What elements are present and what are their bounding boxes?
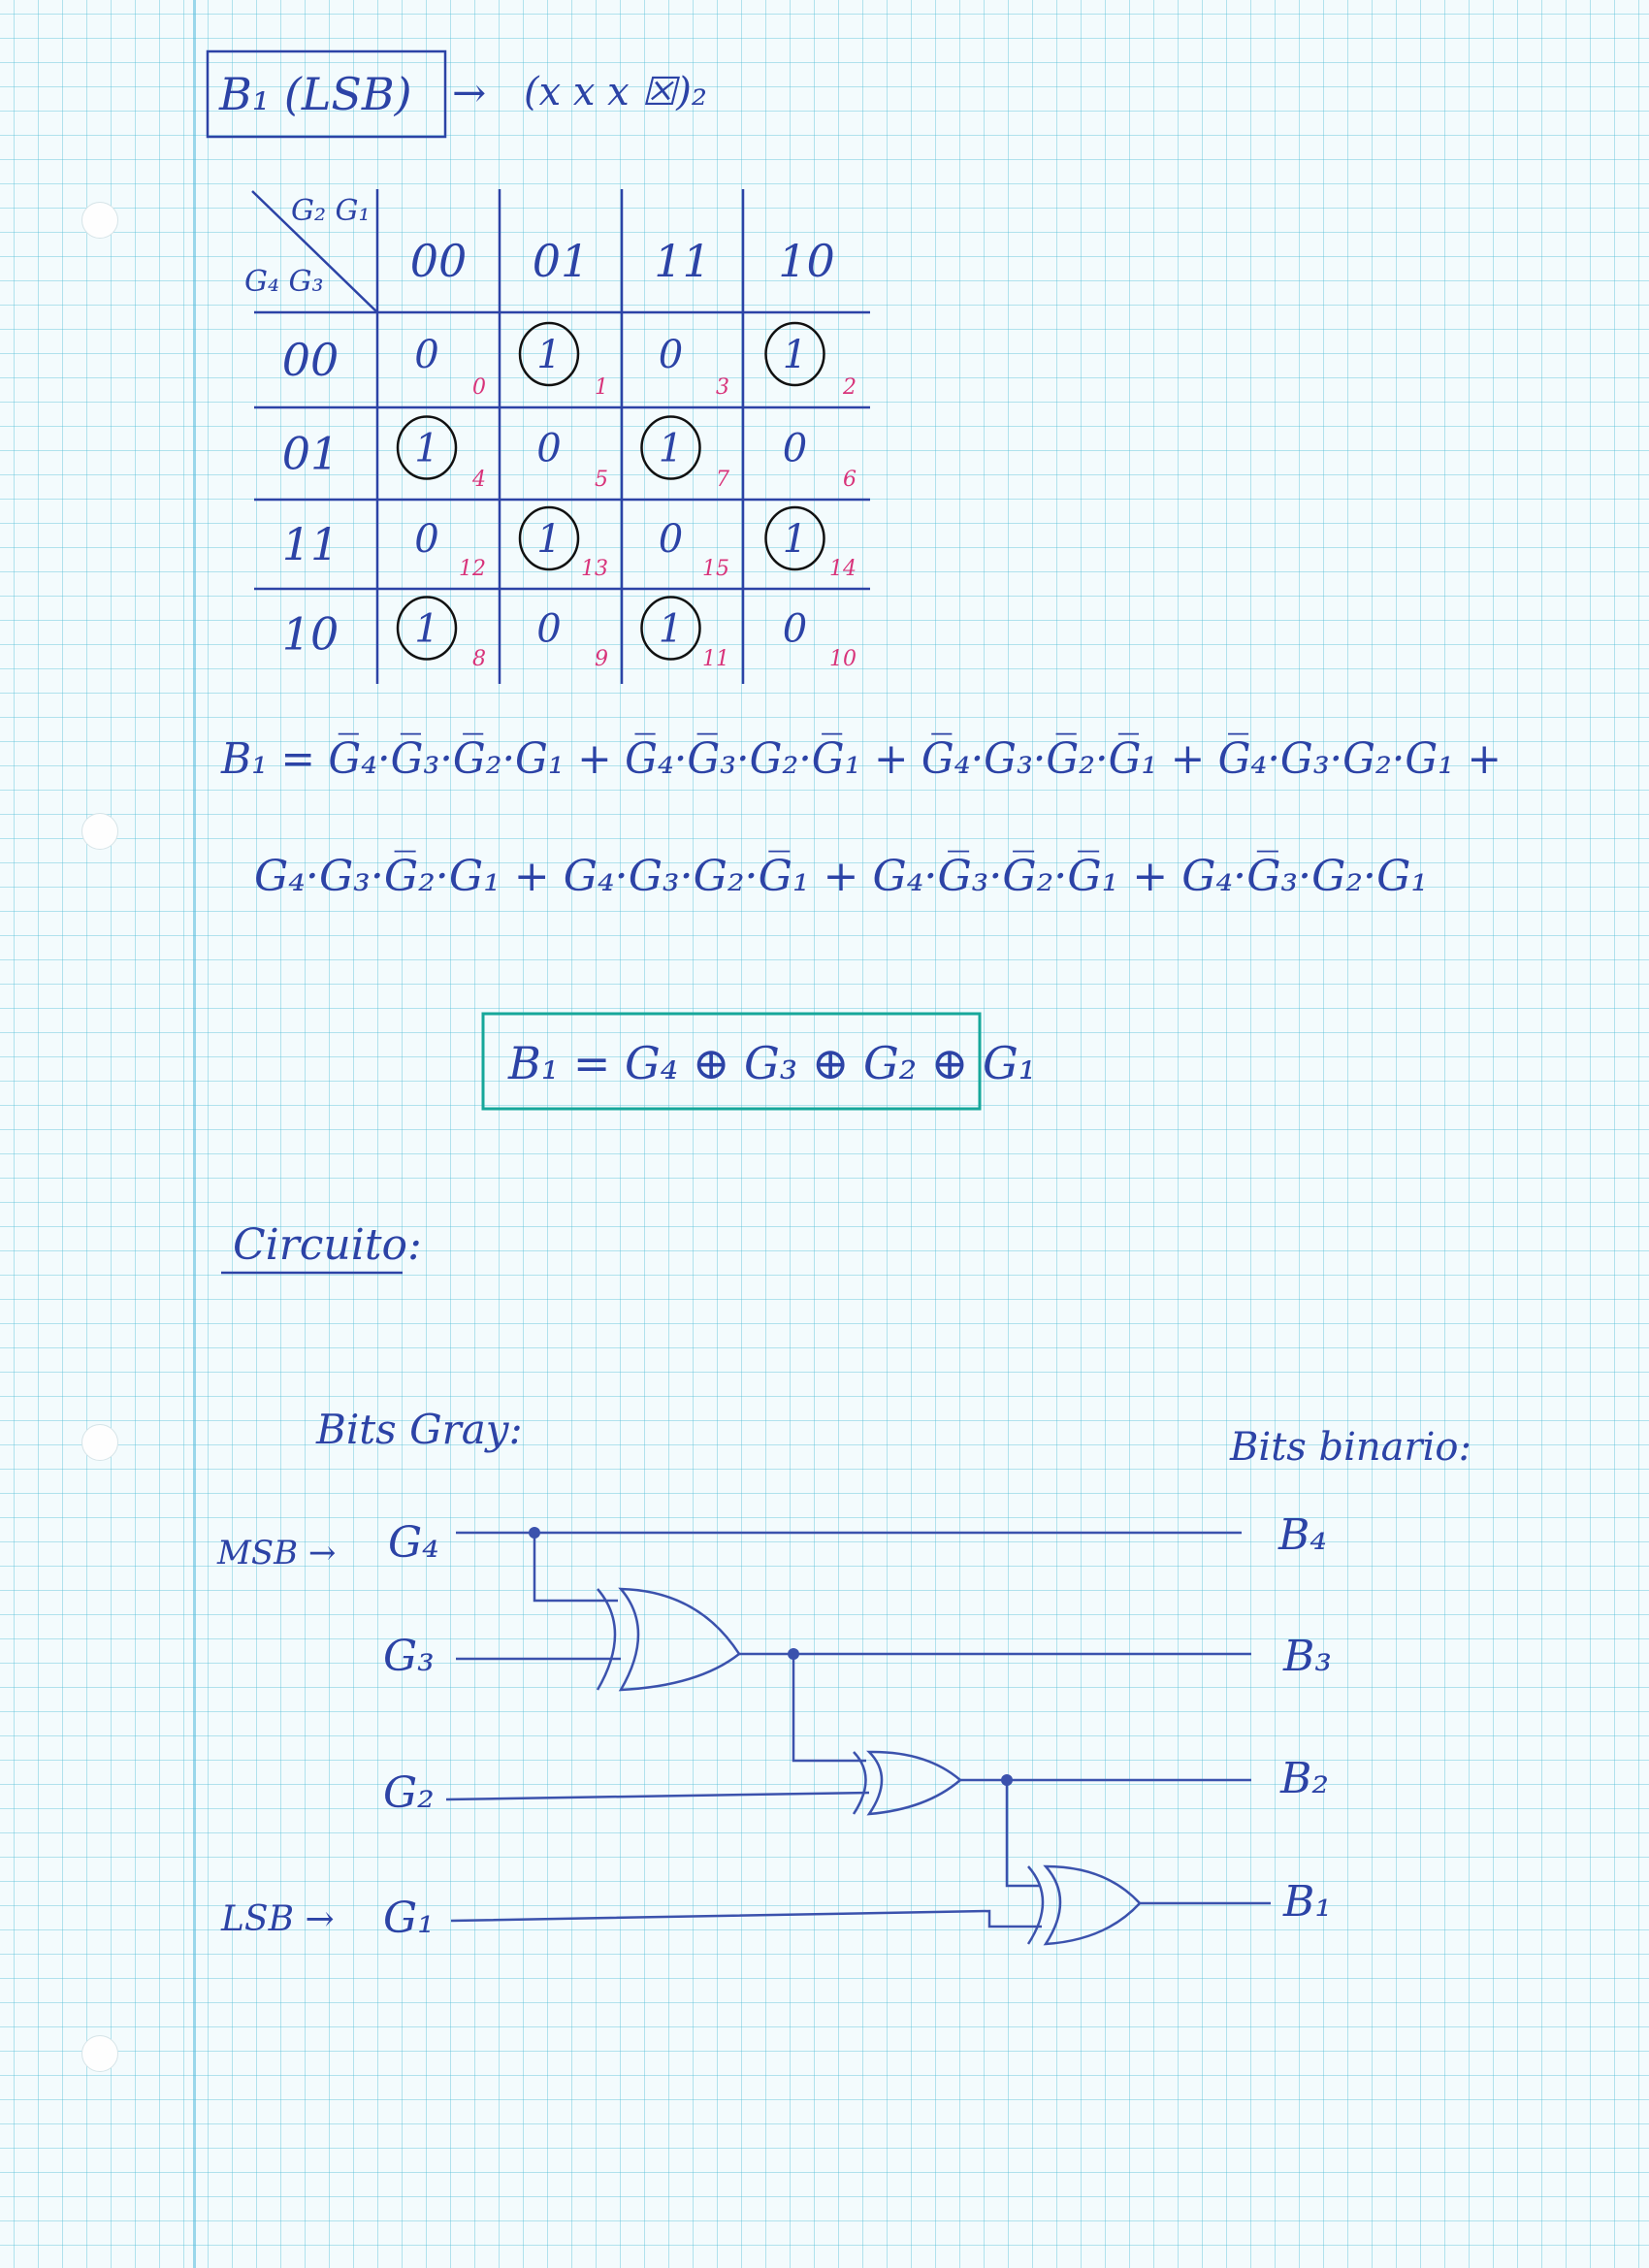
output-b3: B₃ xyxy=(1282,1632,1332,1681)
kmap-cell-index: 6 xyxy=(843,468,857,492)
kmap-row-header: 01 xyxy=(282,428,340,480)
input-g3: G₃ xyxy=(383,1632,435,1681)
kmap-cell-index: 14 xyxy=(829,557,857,581)
kmap-cell-value: 0 xyxy=(659,517,683,562)
heading-box xyxy=(206,49,447,139)
kmap-cell-value: 1 xyxy=(414,427,438,471)
kmap-cell-value: 0 xyxy=(536,427,561,471)
junction-dots xyxy=(529,1527,1013,1786)
kmap-cell-index: 15 xyxy=(702,557,729,581)
equation-line-2: G₄·G₃·G̅₂·G₁ + G₄·G₃·G₂·G̅₁ + G₄·G̅₃·G̅₂… xyxy=(254,850,1428,901)
kmap-cell-index: 10 xyxy=(829,647,857,671)
junction-dot xyxy=(1001,1774,1013,1786)
input-g1: G₁ xyxy=(383,1894,435,1943)
punch-hole xyxy=(81,813,118,850)
input-g2: G₂ xyxy=(383,1768,435,1818)
kmap-col-header: 01 xyxy=(533,235,590,287)
kmap-group-circle xyxy=(640,596,701,661)
heading: B₁ (LSB) → (x x x ☒)₂ xyxy=(206,49,707,139)
output-b2: B₂ xyxy=(1279,1754,1329,1803)
lsb-label: LSB → xyxy=(220,1899,335,1939)
kmap-row-header: 10 xyxy=(282,608,340,661)
kmap-row-header: 00 xyxy=(282,334,340,386)
output-b4: B₄ xyxy=(1277,1510,1327,1560)
kmap-cell-index: 13 xyxy=(581,557,608,581)
result-frame xyxy=(481,1012,982,1111)
result-expression: B₁ = G₄ ⊕ G₃ ⊕ G₂ ⊕ G₁ xyxy=(507,1037,1036,1089)
wire-g4-to-xor1 xyxy=(533,1533,618,1603)
kmap-cell-index: 7 xyxy=(716,468,729,492)
punch-hole xyxy=(81,1424,118,1461)
input-g4: G₄ xyxy=(388,1518,439,1568)
msb-label: MSB → xyxy=(216,1534,336,1572)
kmap-cell-index: 2 xyxy=(842,375,857,400)
kmap-cell-value: 0 xyxy=(414,333,438,377)
kmap-group-circle xyxy=(518,505,580,571)
kmap-cell-value: 0 xyxy=(659,333,683,377)
output-b1: B₁ xyxy=(1282,1877,1332,1927)
wire-g1-to-xor3 xyxy=(450,1909,1042,1928)
kmap-cell-value: 1 xyxy=(536,517,561,562)
binary-bits-title: Bits binario: xyxy=(1229,1425,1471,1470)
heading-bits: (x x x ☒)₂ xyxy=(524,70,707,114)
sop-equation: B₁ = G̅₄·G̅₃·G̅₂·G₁ + G̅₄·G̅₃·G₂·G̅₁ + G… xyxy=(220,732,1502,901)
kmap-group-circle xyxy=(764,321,825,387)
kmap-cell-value: 1 xyxy=(659,607,683,652)
kmap-cell-value: 1 xyxy=(783,333,807,377)
junction-dot xyxy=(788,1648,799,1660)
wire-xor1-to-xor2 xyxy=(792,1654,866,1763)
xor-gates xyxy=(596,1587,1142,1946)
wire-g2-to-xor2 xyxy=(445,1791,870,1801)
heading-arrow: → xyxy=(452,69,486,116)
circuit-heading: Circuito: xyxy=(233,1220,422,1270)
kmap-group-circle xyxy=(640,415,701,480)
result-box: B₁ = G₄ ⊕ G₃ ⊕ G₂ ⊕ G₁ xyxy=(481,1012,1036,1111)
kmap-diagonal xyxy=(251,190,378,313)
kmap-cell-index: 8 xyxy=(472,647,486,671)
kmap-col-header: 00 xyxy=(410,235,468,287)
kmap-group-circle xyxy=(396,596,458,661)
kmap-row-header: 11 xyxy=(282,518,340,570)
kmap-cell-value: 1 xyxy=(414,607,438,652)
kmap-cell-index: 5 xyxy=(595,468,608,492)
kmap-group-circle xyxy=(518,321,580,387)
kmap-corner-left: G₄ G₃ xyxy=(244,265,324,299)
kmap-group-circle xyxy=(396,415,458,480)
gray-bits-title: Bits Gray: xyxy=(315,1406,523,1453)
kmap-cell-value: 0 xyxy=(783,427,807,471)
kmap-cell-index: 1 xyxy=(595,375,608,400)
kmap-grid-lines xyxy=(254,189,870,684)
kmap-cell-index: 4 xyxy=(471,468,486,492)
kmap-cell-value: 0 xyxy=(783,607,807,652)
kmap-cell-index: 0 xyxy=(472,375,486,400)
kmap-cell-index: 11 xyxy=(702,647,729,671)
junction-dot xyxy=(529,1527,540,1539)
kmap-corner-top: G₂ G₁ xyxy=(291,194,371,228)
equation-line-1: B₁ = G̅₄·G̅₃·G̅₂·G₁ + G̅₄·G̅₃·G₂·G̅₁ + G… xyxy=(220,732,1502,784)
kmap-cell-index: 3 xyxy=(716,375,729,400)
kmap-cell-value: 0 xyxy=(414,517,438,562)
xor-gate-2 xyxy=(852,1750,962,1816)
kmap-cell-value: 0 xyxy=(536,607,561,652)
heading-label: B₁ (LSB) xyxy=(218,68,412,120)
kmap-cell-value: 1 xyxy=(536,333,561,377)
circuit-wires xyxy=(445,1531,1271,1928)
kmap-cell-index: 9 xyxy=(595,647,608,671)
notebook-margin-line xyxy=(193,0,196,2268)
kmap-group-circle xyxy=(764,505,825,571)
xor-gate-1 xyxy=(596,1587,741,1692)
xor-gate-3 xyxy=(1026,1864,1142,1946)
wire-xor2-to-xor3 xyxy=(1005,1780,1039,1888)
kmap-col-header: 10 xyxy=(778,235,835,287)
punch-hole xyxy=(81,202,118,239)
kmap-col-header: 11 xyxy=(654,235,711,287)
kmap-cell-index: 12 xyxy=(459,557,486,581)
kmap-cell-value: 1 xyxy=(783,517,807,562)
punch-hole xyxy=(81,2035,118,2072)
kmap-cell-value: 1 xyxy=(659,427,683,471)
